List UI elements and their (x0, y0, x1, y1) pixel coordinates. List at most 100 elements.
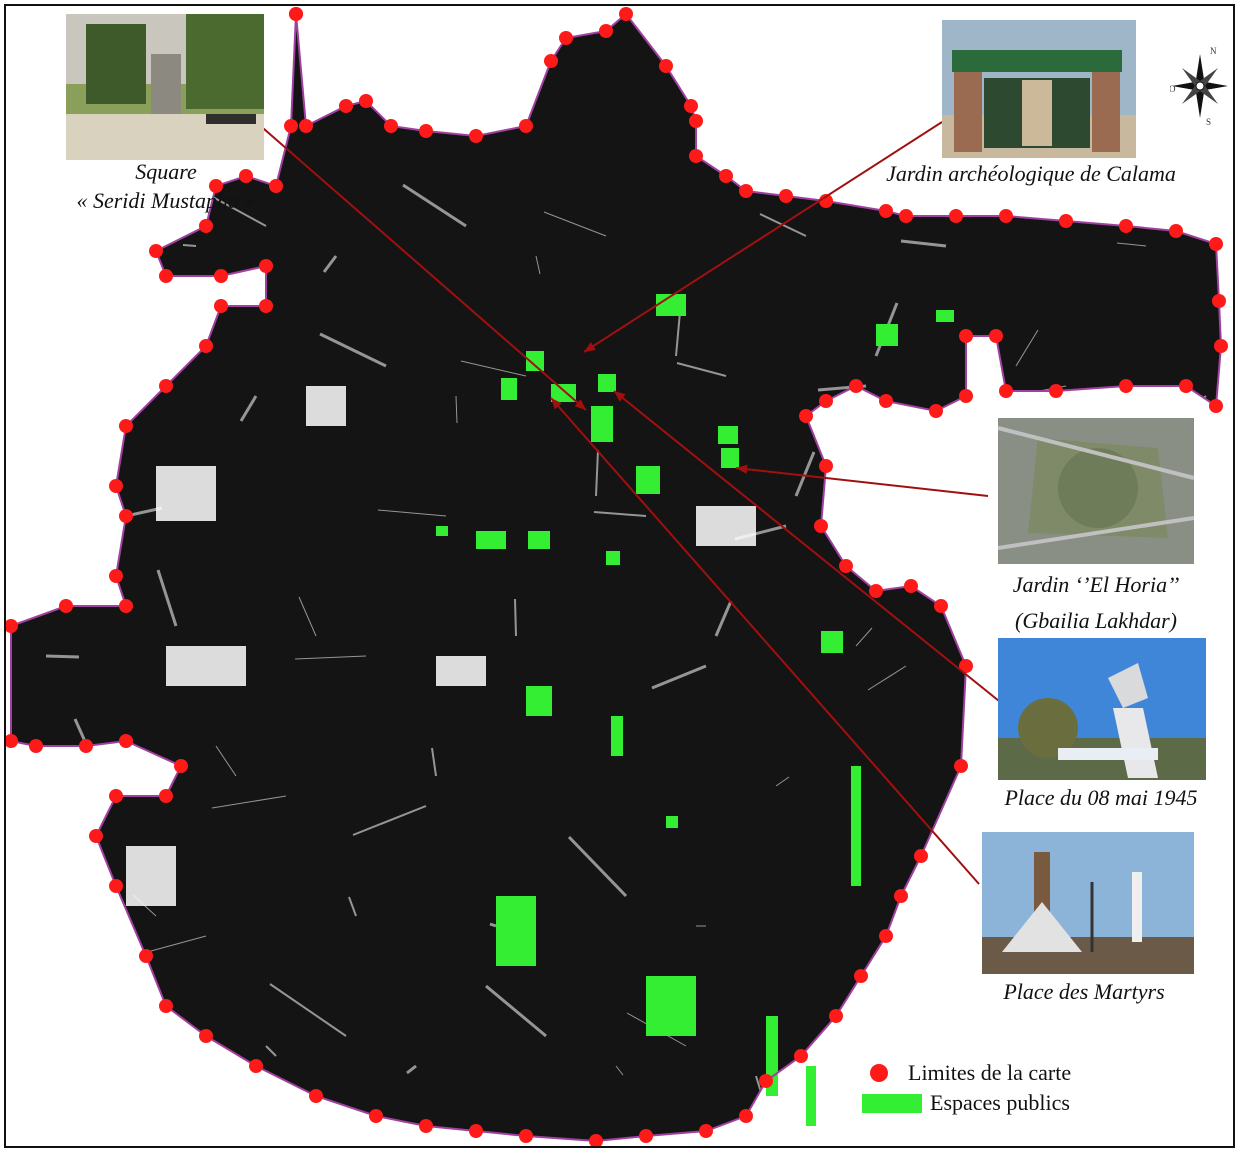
boundary-dot (854, 969, 868, 983)
boundary-dot (559, 31, 573, 45)
arrowhead-icon (551, 398, 562, 410)
street-line (1015, 329, 1039, 367)
street-line (65, 331, 105, 367)
boundary-dot (959, 329, 973, 343)
street-line (775, 776, 790, 787)
boundary-dot (209, 179, 223, 193)
photo-jardin-calama (942, 20, 1136, 158)
boundary-dot (899, 209, 913, 223)
caption-08-mai: Place du 08 mai 1945 (1004, 785, 1198, 810)
photo-square-seridi-mustapha (66, 14, 264, 160)
public-space (821, 631, 843, 653)
street-line (215, 745, 237, 777)
street-line (514, 598, 517, 637)
boundary-dot (719, 169, 733, 183)
street-line (352, 805, 427, 836)
public-space (526, 351, 544, 371)
public-space (436, 526, 448, 536)
street-line (319, 332, 387, 368)
street-line (431, 747, 437, 777)
photo-place-08-mai-1945 (998, 638, 1206, 780)
open-ground (126, 846, 176, 906)
public-space (936, 310, 954, 322)
boundary-dot (959, 389, 973, 403)
arrowhead-icon (574, 399, 586, 410)
public-spaces-layer (436, 294, 954, 1126)
boundary-dot (794, 1049, 808, 1063)
public-space (551, 384, 576, 402)
street-line (615, 1065, 624, 1076)
street-line (543, 211, 607, 237)
street-line (269, 983, 347, 1037)
boundary-dot (199, 339, 213, 353)
public-space (718, 426, 738, 444)
boundary-dot (949, 209, 963, 223)
boundary-dot (1049, 384, 1063, 398)
boundary-dot (139, 949, 153, 963)
street-line (794, 451, 816, 497)
boundary-dot (829, 1009, 843, 1023)
street-line (489, 922, 497, 928)
boundary-dot (904, 579, 918, 593)
public-space (591, 406, 613, 442)
caption-horia-1: Jardin ‘’El Horia’’ (1012, 572, 1180, 597)
boundary-dot (684, 99, 698, 113)
boundary-dot (999, 384, 1013, 398)
boundary-dot (214, 269, 228, 283)
boundary-dot (1119, 219, 1133, 233)
boundary-dot (989, 329, 1003, 343)
boundary-dot (814, 519, 828, 533)
boundary-dot (959, 659, 973, 673)
public-space (598, 374, 616, 392)
street-line (294, 655, 367, 660)
boundary-dot (109, 879, 123, 893)
boundary-dot (89, 829, 103, 843)
caption-horia-2: (Gbailia Lakhdar) (1015, 608, 1177, 633)
boundary-dot (1212, 294, 1226, 308)
boundary-dot (934, 599, 948, 613)
boundary-dot (159, 379, 173, 393)
boundary-dot (384, 119, 398, 133)
street-line (182, 244, 197, 247)
photo-place-des-martyrs (982, 832, 1194, 974)
boundary-dot (109, 569, 123, 583)
boundary-dot (759, 1074, 773, 1088)
compass-south: S (1206, 117, 1211, 126)
boundary-dot (119, 734, 133, 748)
street-line (950, 525, 987, 542)
map-legend: Limites de la carte Espaces publics (862, 1058, 1071, 1118)
boundary-dot (369, 1109, 383, 1123)
arrowhead-icon (614, 391, 626, 402)
caption-square-1: Square (135, 159, 197, 184)
legend-item-boundary: Limites de la carte (862, 1058, 1071, 1088)
public-space (501, 378, 517, 400)
street-line (535, 255, 541, 275)
compass-rose-icon: N S O (1170, 46, 1228, 126)
street-line (156, 569, 178, 627)
legend-label-boundary: Limites de la carte (908, 1060, 1072, 1085)
boundary-dot (1209, 399, 1223, 413)
open-ground (436, 656, 486, 686)
leader-line (613, 390, 1000, 702)
boundary-dot (239, 169, 253, 183)
street-line (211, 795, 287, 809)
boundary-dot (119, 599, 133, 613)
street-line (1091, 567, 1127, 627)
street-line (348, 896, 357, 917)
boundary-dot (159, 789, 173, 803)
street-line (925, 865, 967, 907)
boundary-dot (79, 739, 93, 753)
boundary-dot (894, 889, 908, 903)
street-line (406, 1064, 417, 1075)
public-space (636, 466, 660, 494)
boundary-dot (1169, 224, 1183, 238)
map-frame: Square « Seridi Mustapha » Jardin archéo… (4, 4, 1235, 1148)
compass-west: O (1170, 84, 1176, 94)
boundary-dot (284, 119, 298, 133)
boundary-dot (199, 219, 213, 233)
boundary-dot (869, 584, 883, 598)
street-line (1115, 794, 1147, 808)
street-line (6, 125, 47, 157)
street-line (567, 835, 628, 898)
boundary-dot (159, 999, 173, 1013)
